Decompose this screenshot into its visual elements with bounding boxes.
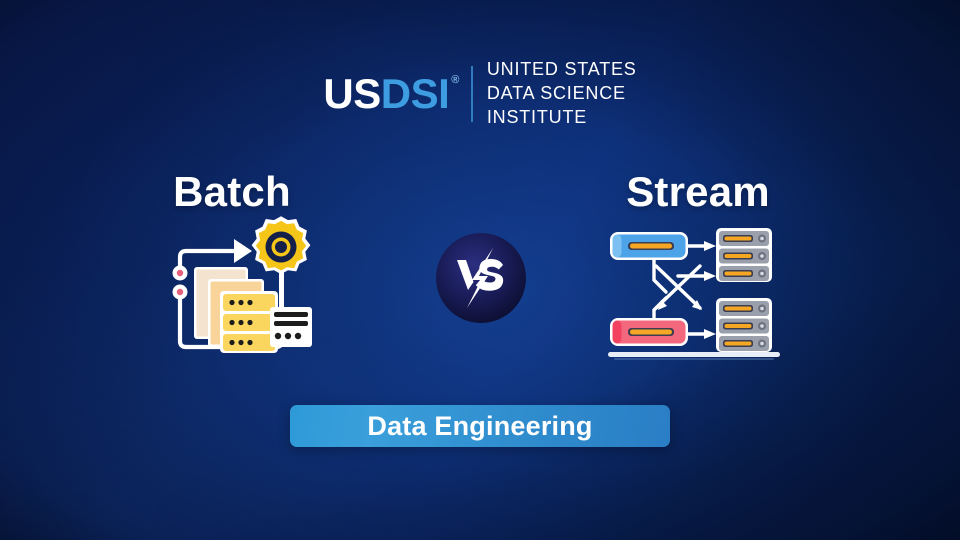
- server-rack-top: [716, 228, 772, 282]
- data-engineering-banner: Data Engineering: [290, 405, 670, 447]
- batch-processing-icon: [158, 215, 318, 365]
- usdsi-logo: US DSI ® UNITED STATES DATA SCIENCE INST…: [0, 58, 960, 129]
- stream-processing-icon: [604, 222, 784, 368]
- batch-title: Batch: [173, 168, 291, 215]
- stream-baseline: [608, 352, 780, 357]
- stream-title: Stream: [626, 168, 770, 215]
- logo-line-1: UNITED STATES: [486, 59, 637, 79]
- logo-line-2: DATA SCIENCE: [486, 82, 626, 103]
- logo-line-3: INSTITUTE: [486, 106, 588, 127]
- stream-source-blue: [610, 232, 688, 260]
- logo-mark-us: US: [323, 69, 381, 117]
- logo-mark-dsi: DSI: [380, 69, 450, 117]
- registered-trademark-icon: ®: [451, 73, 459, 86]
- versus-badge-icon: [435, 232, 527, 324]
- banner-label: Data Engineering: [367, 410, 593, 441]
- server-rack-bottom: [716, 298, 772, 352]
- logo-full-name: UNITED STATES DATA SCIENCE INSTITUTE: [487, 58, 637, 129]
- stream-source-pink: [610, 318, 688, 346]
- logo-divider: [470, 65, 473, 122]
- logo-wordmark: US DSI ®: [323, 69, 459, 117]
